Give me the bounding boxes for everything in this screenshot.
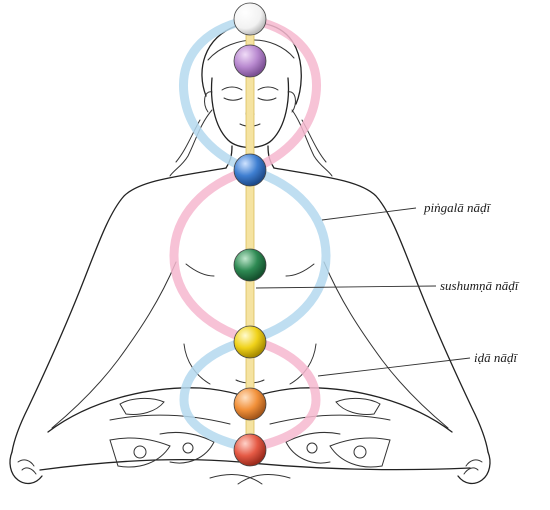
sushumna-leader-line bbox=[255, 285, 437, 289]
pingala-nadi-channel bbox=[169, 15, 321, 453]
sushumna-nadi-channel bbox=[245, 19, 255, 451]
solar-plexus-chakra bbox=[233, 325, 267, 359]
ida-label: iḍā nāḍī bbox=[474, 350, 518, 365]
chakras bbox=[233, 2, 267, 467]
pingala-leader-line bbox=[321, 207, 417, 221]
ida-nadi-channel bbox=[179, 15, 331, 453]
ida-leader-line bbox=[317, 357, 471, 377]
pingala-label: piṅgalā nāḍī bbox=[423, 200, 491, 215]
heart-chakra bbox=[233, 248, 267, 282]
sushumna-label: sushumṇā nāḍī bbox=[440, 278, 520, 293]
seated-figure bbox=[9, 22, 491, 485]
sacral-chakra bbox=[233, 387, 267, 421]
crown-chakra bbox=[233, 2, 267, 36]
brow-chakra bbox=[233, 44, 267, 78]
throat-chakra bbox=[233, 153, 267, 187]
root-chakra bbox=[233, 433, 267, 467]
